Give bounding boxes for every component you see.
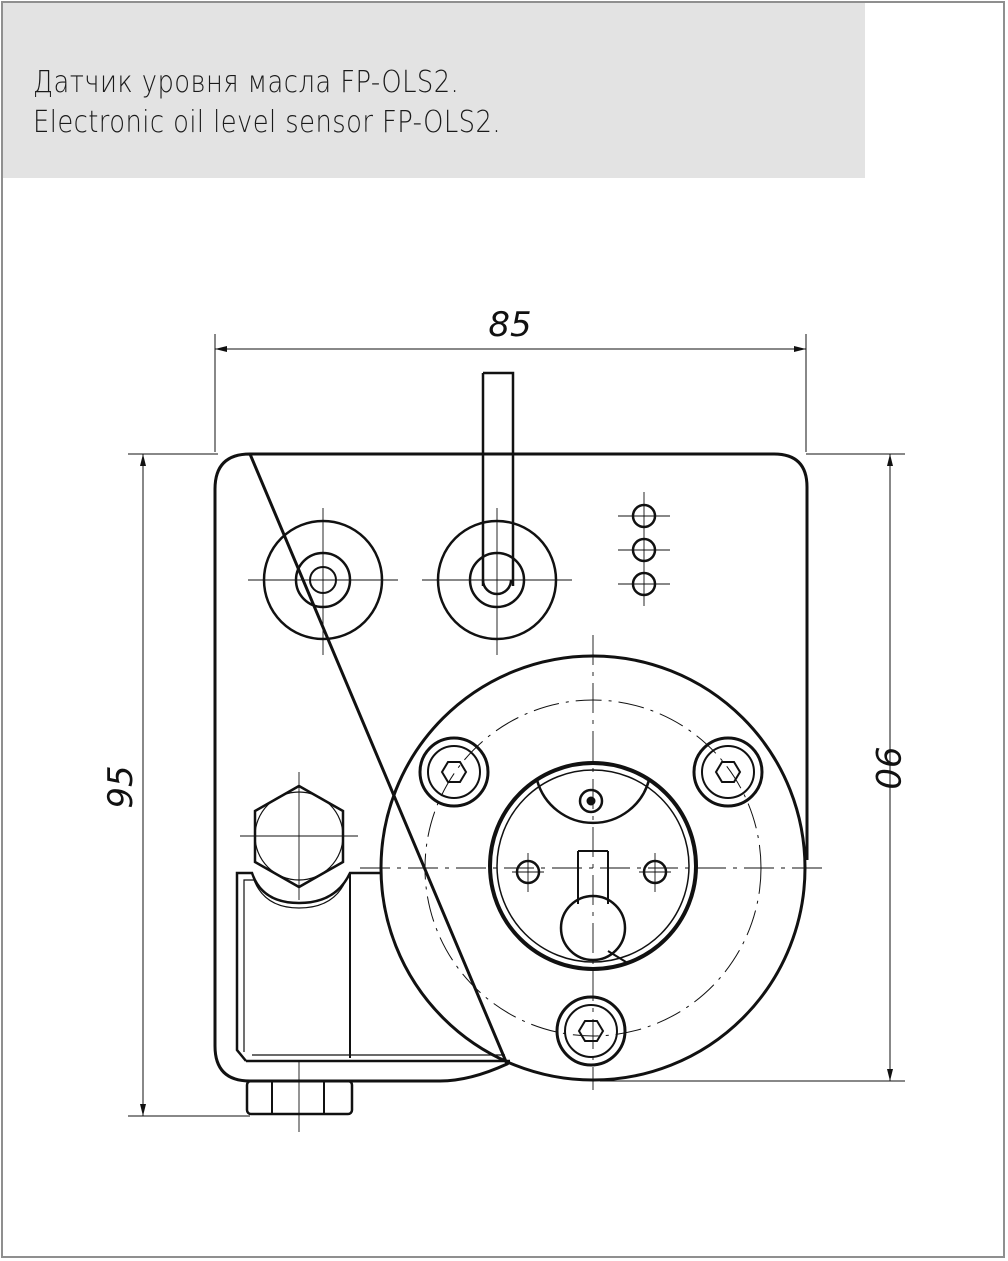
port-left <box>248 508 398 655</box>
indicator-holes <box>618 492 670 606</box>
left-height-label: 95 <box>101 765 141 808</box>
screw-bottom <box>555 995 627 1067</box>
right-height-label: 90 <box>867 746 907 789</box>
sensor-flange <box>360 635 822 1090</box>
sensor-body <box>488 761 698 971</box>
port-middle <box>422 508 572 655</box>
hex-nut <box>240 772 358 900</box>
title-block: Датчик уровня масла FP-OLS2. Electronic … <box>3 3 865 178</box>
screw-top-right <box>692 736 764 808</box>
bottom-fitting <box>245 1060 354 1132</box>
title-russian: Датчик уровня масла FP-OLS2. <box>33 65 460 100</box>
screw-top-left <box>418 736 490 808</box>
width-dimension <box>214 334 807 452</box>
right-height-dimension <box>600 453 905 1082</box>
left-height-dimension <box>128 453 250 1117</box>
width-dimension-label: 85 <box>488 305 531 345</box>
stem-pin <box>481 371 515 586</box>
bracket <box>235 871 510 1063</box>
housing-outline <box>213 452 809 1083</box>
title-english: Electronic oil level sensor FP-OLS2. <box>33 105 501 140</box>
